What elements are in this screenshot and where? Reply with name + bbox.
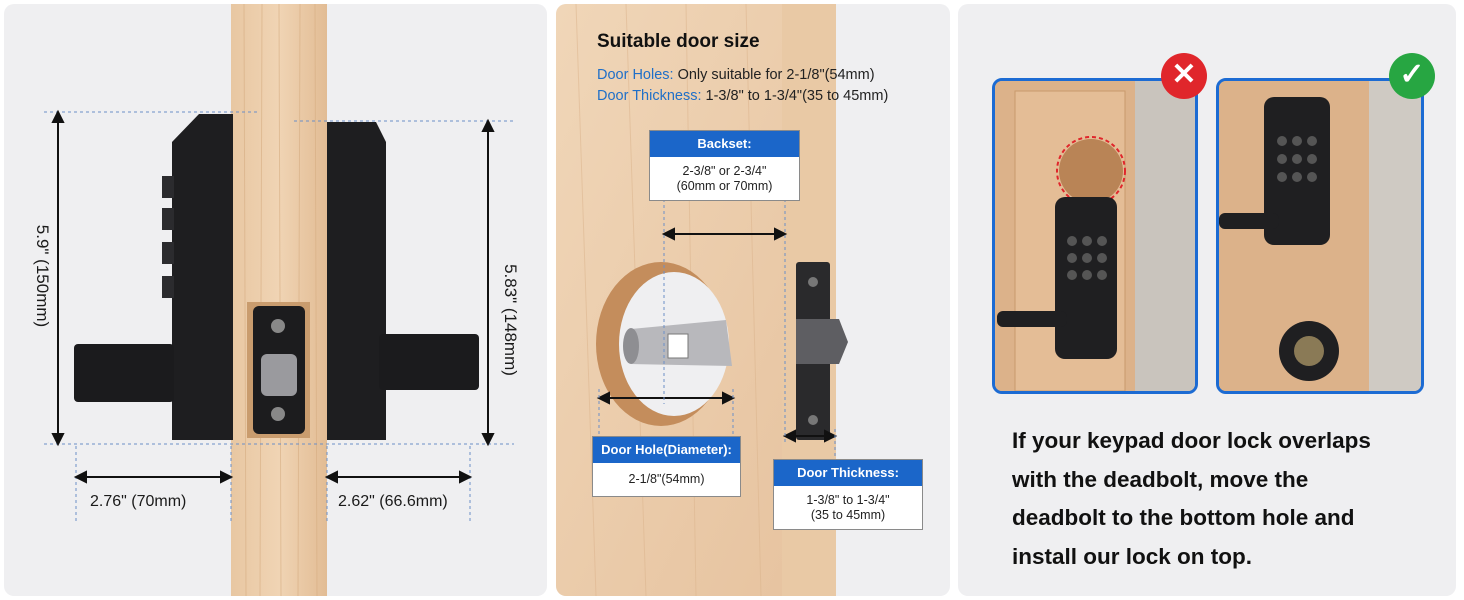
wrong-install-photo [992, 78, 1198, 394]
interior-body [327, 122, 386, 440]
dimensions-panel: 5.9" (150mm) 5.83" (148mm) 2.76" (70mm) … [4, 4, 547, 596]
backset-title: Backset: [650, 131, 799, 157]
door-holes-spec: Door Holes: Only suitable for 2-1/8"(54m… [597, 67, 875, 83]
lock-side-view-illustration [44, 4, 514, 596]
door-hole-value: 2-1/8"(54mm) [628, 472, 705, 486]
right-lever [379, 334, 479, 390]
panel-title: Suitable door size [597, 31, 760, 52]
door-holes-value: Only suitable for 2-1/8"(54mm) [677, 67, 875, 83]
thickness-box: Door Thickness: 1-3/8" to 1-3/4" (35 to … [773, 459, 923, 530]
door-thickness-spec: Door Thickness: 1-3/8" to 1-3/4"(35 to 4… [597, 88, 888, 104]
left-height-label: 5.9" (150mm) [33, 224, 52, 328]
backset-value: 2-3/8" or 2-3/4" (60mm or 70mm) [676, 164, 773, 193]
door-holes-key: Door Holes: [597, 67, 674, 83]
right-height-label: 5.83" (148mm) [501, 264, 520, 376]
thickness-title: Door Thickness: [774, 460, 922, 486]
left-lever [74, 344, 174, 402]
right-depth-label: 2.62" (66.6mm) [338, 493, 448, 510]
x-mark-icon: ✕ [1161, 53, 1207, 99]
installation-advice-panel: ✕ ✓ If your keypad door lock overlaps wi… [958, 4, 1456, 596]
door-prep-illustration [556, 4, 848, 596]
door-hole-title: Door Hole(Diameter): [593, 437, 740, 463]
left-depth-label: 2.76" (70mm) [90, 493, 187, 510]
thickness-value: 1-3/8" to 1-3/4" (35 to 45mm) [806, 493, 890, 522]
keypad-body [172, 114, 233, 440]
check-mark-icon: ✓ [1389, 53, 1435, 99]
backset-box: Backset: 2-3/8" or 2-3/4" (60mm or 70mm) [649, 130, 800, 201]
door-size-panel: Suitable door size Door Holes: Only suit… [556, 4, 950, 596]
door-thickness-value: 1-3/8" to 1-3/4"(35 to 45mm) [705, 88, 889, 104]
door-hole-box: Door Hole(Diameter): 2-1/8"(54mm) [592, 436, 741, 497]
right-install-photo [1216, 78, 1424, 394]
advice-text: If your keypad door lock overlaps with t… [1012, 428, 1371, 569]
door-thickness-key: Door Thickness: [597, 88, 702, 104]
